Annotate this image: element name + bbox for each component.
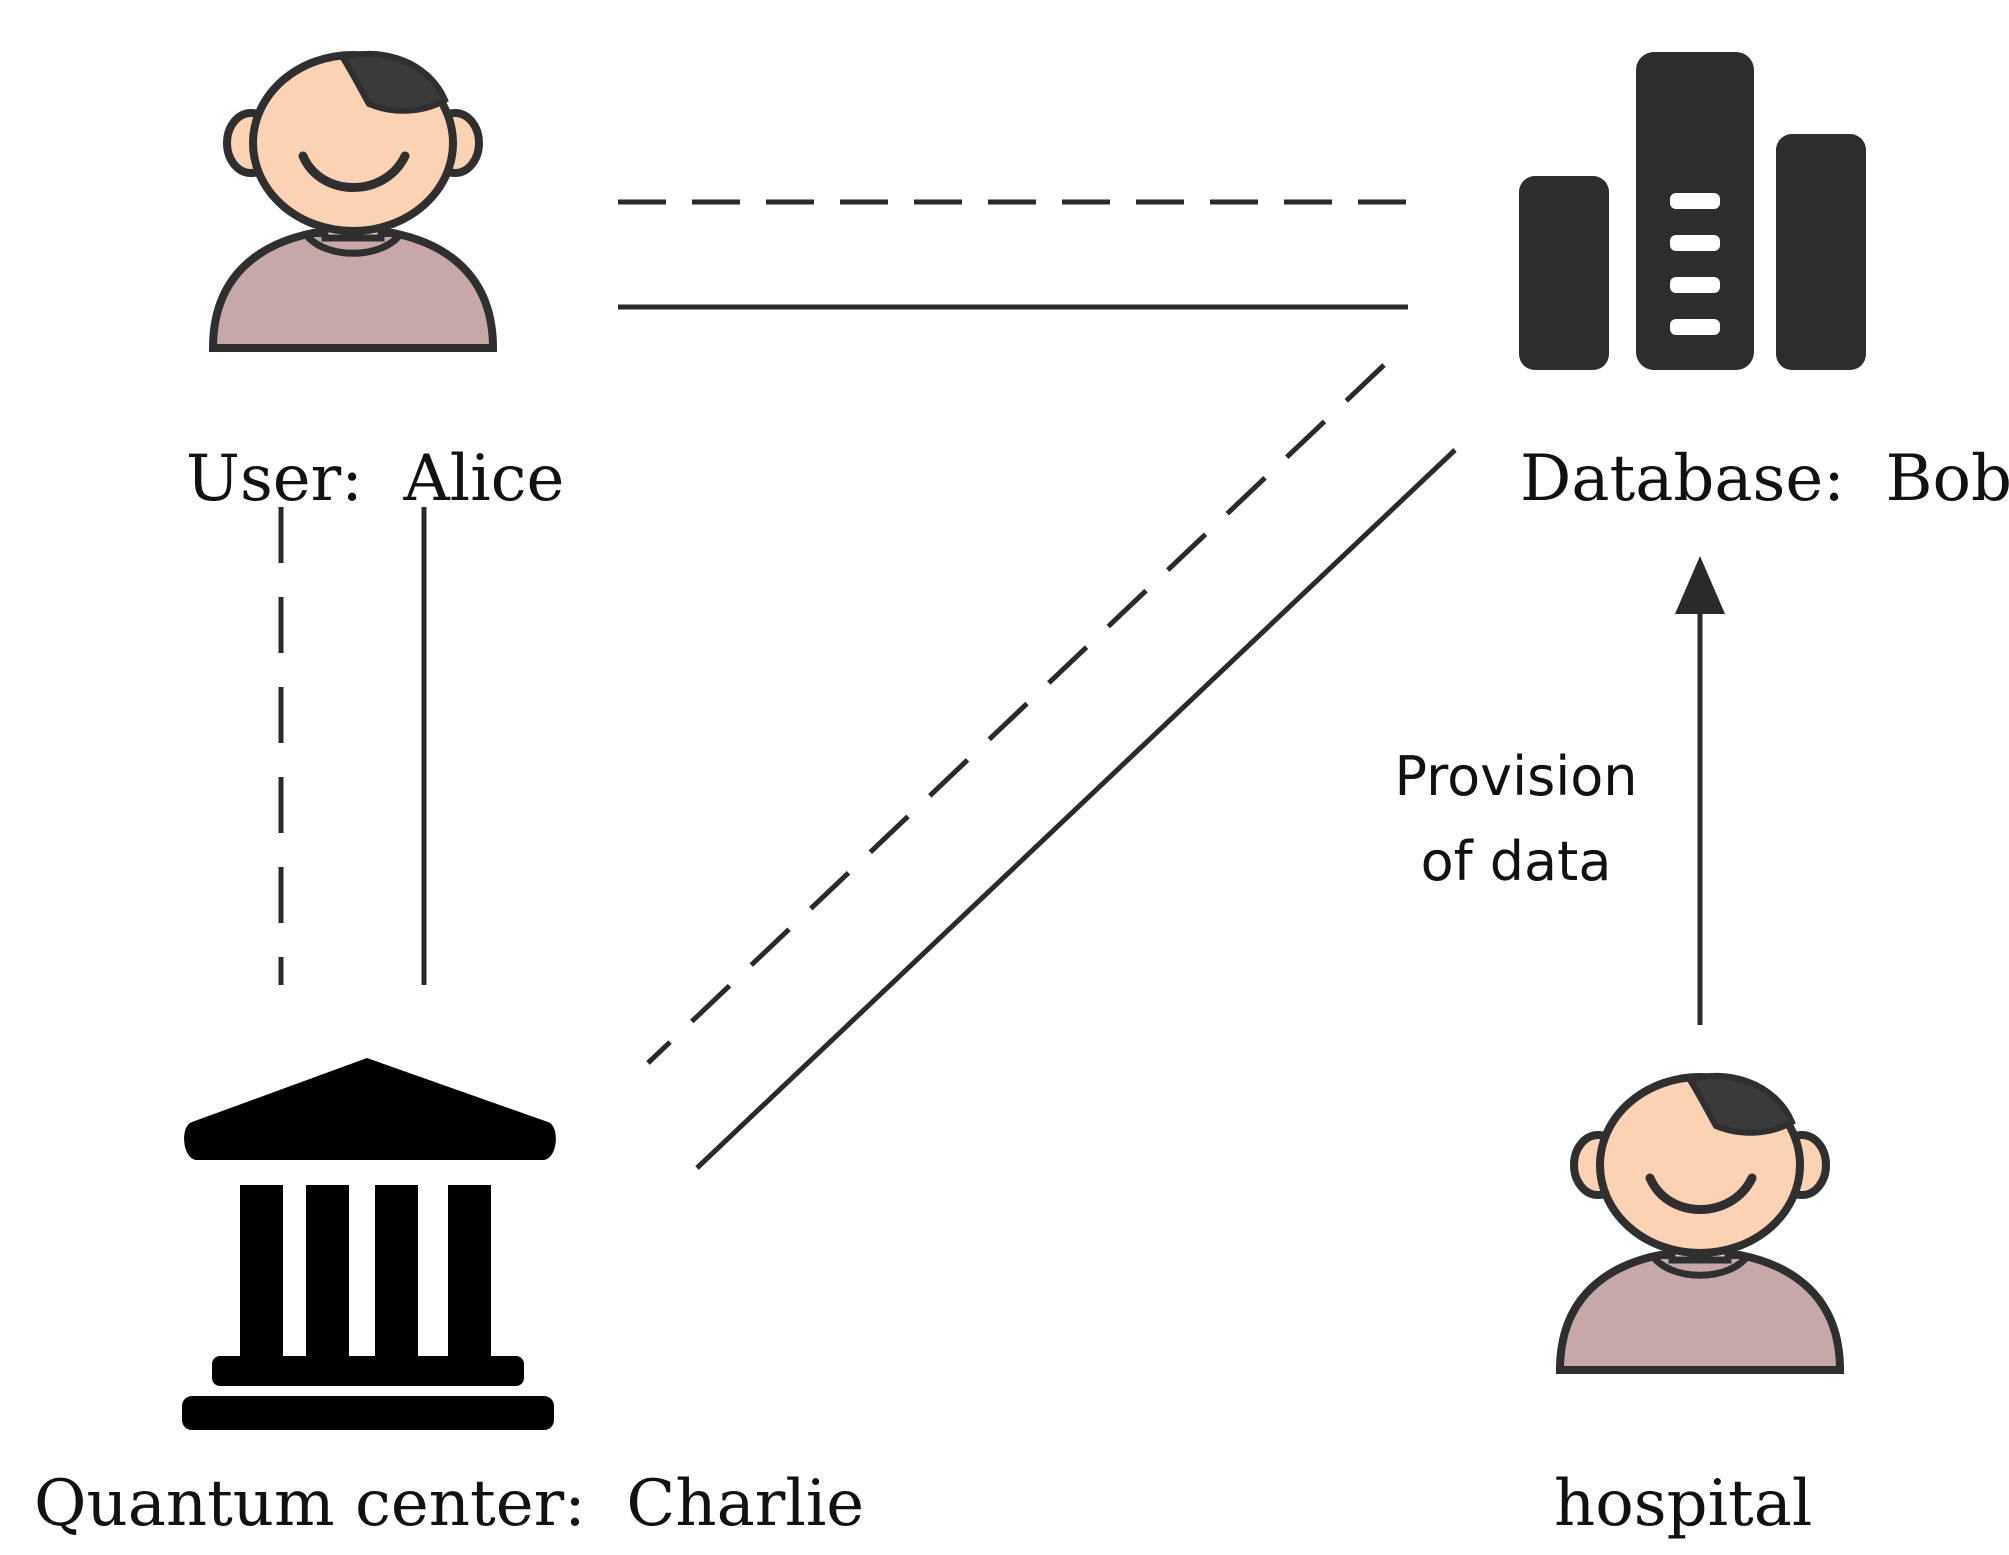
bob-charlie-solid-line	[695, 448, 1457, 1170]
charlie-label: Quantum center: Charlie	[34, 1467, 864, 1541]
provision-label-line1: Provision	[1394, 745, 1637, 808]
alice-node: User: Alice	[186, 54, 564, 516]
alice-label: User: Alice	[186, 442, 564, 516]
database-icon	[1519, 52, 1866, 370]
person-icon	[1560, 1076, 1840, 1370]
hospital-to-bob-arrow	[1675, 556, 1725, 1025]
charlie-node: Quantum center: Charlie	[34, 1058, 864, 1541]
bob-node: Database: Bob	[1519, 52, 2009, 516]
provision-label-line2: of data	[1421, 830, 1612, 893]
hospital-node: hospital	[1554, 1076, 1840, 1541]
person-icon	[213, 54, 493, 348]
bob-charlie-dashed-line	[646, 363, 1386, 1065]
bob-label: Database: Bob	[1520, 442, 2009, 516]
provision-of-data-label: Provision of data	[1394, 745, 1637, 893]
building-icon	[182, 1058, 556, 1430]
hospital-label: hospital	[1554, 1467, 1812, 1541]
